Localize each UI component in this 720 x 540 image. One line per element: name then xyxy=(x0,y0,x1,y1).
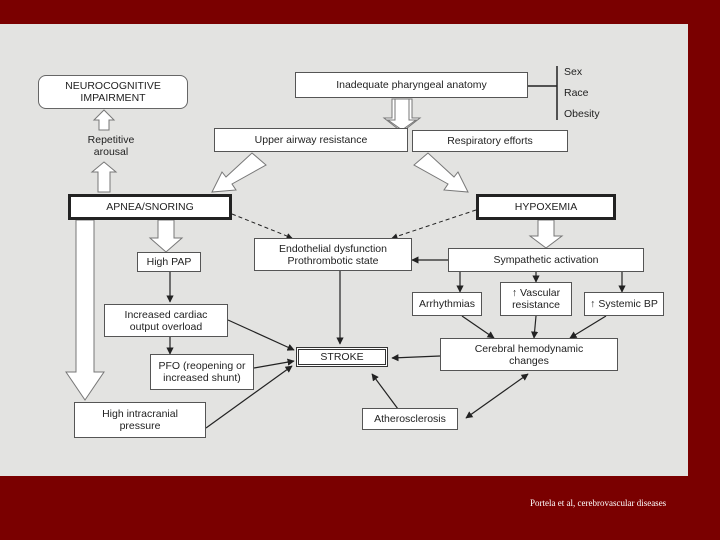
node-endothelial-dysfunction: Endothelial dysfunction Prothrombotic st… xyxy=(254,238,412,271)
node-vascular-resistance: ↑ Vascular resistance xyxy=(500,282,572,316)
label-sex: Sex xyxy=(564,66,583,78)
arrow-athero-stroke xyxy=(371,373,399,410)
node-inadequate-pharyngeal-anatomy: Inadequate pharyngeal anatomy xyxy=(295,72,528,98)
dashed-arrow-apnea-endothelial xyxy=(231,213,293,239)
hollow-arrow-upper-airway xyxy=(211,152,267,193)
hollow-arrow-apnea-pap xyxy=(148,219,184,253)
label-race: Race xyxy=(564,87,589,99)
diagram-connectors xyxy=(65,66,626,429)
arrow-cerebral-stroke xyxy=(391,354,441,362)
hollow-arrow-arousal xyxy=(90,161,118,193)
node-upper-airway-resistance: Upper airway resistance xyxy=(214,128,408,152)
arrow-intracranial-stroke xyxy=(205,365,293,429)
node-hypoxemia: HYPOXEMIA xyxy=(476,194,616,220)
node-sympathetic-activation: Sympathetic activation xyxy=(448,248,644,272)
node-high-pap: High PAP xyxy=(137,252,201,272)
node-cardiac-output: Increased cardiac output overload xyxy=(104,304,228,337)
arrow-arrhythmias-cerebral xyxy=(461,315,495,339)
hollow-arrow-intracranial xyxy=(65,219,105,401)
label-repetitive-arousal: Repetitive arousal xyxy=(87,134,135,158)
arrow-cardiac-stroke xyxy=(227,319,295,351)
arrow-vascular-cerebral xyxy=(531,315,539,339)
node-high-intracranial-pressure: High intracranial pressure xyxy=(74,402,206,438)
arrow-bp-cerebral xyxy=(569,315,607,339)
node-cerebral-hemodynamic: Cerebral hemodynamic changes xyxy=(440,338,618,371)
hollow-arrow-anatomy xyxy=(382,98,422,133)
node-neurocognitive-impairment: NEUROCOGNITIVE IMPAIRMENT xyxy=(38,75,188,109)
node-arrhythmias: Arrhythmias xyxy=(412,292,482,316)
label-obesity: Obesity xyxy=(564,108,600,120)
hollow-arrow-respiratory xyxy=(413,152,469,193)
arrow-pfo-stroke xyxy=(253,358,295,369)
node-systemic-bp: ↑ Systemic BP xyxy=(584,292,664,316)
dashed-arrow-hypoxemia-endothelial xyxy=(391,209,477,240)
hollow-arrow-hypoxemia-sympathetic xyxy=(528,219,564,249)
node-apnea-snoring: APNEA/SNORING xyxy=(68,194,232,220)
node-stroke: STROKE xyxy=(296,347,388,367)
arrow-athero-cerebral xyxy=(465,373,529,419)
hollow-arrow-neuro xyxy=(92,109,116,131)
node-atherosclerosis: Atherosclerosis xyxy=(362,408,458,430)
node-pfo: PFO (reopening or increased shunt) xyxy=(150,354,254,390)
slide-panel: NEUROCOGNITIVE IMPAIRMENT Repetitive aro… xyxy=(0,24,688,476)
risk-factor-bracket xyxy=(528,66,558,120)
node-respiratory-efforts: Respiratory efforts xyxy=(412,130,568,152)
source-caption: Portela et al, cerebrovascular diseases xyxy=(530,498,667,508)
